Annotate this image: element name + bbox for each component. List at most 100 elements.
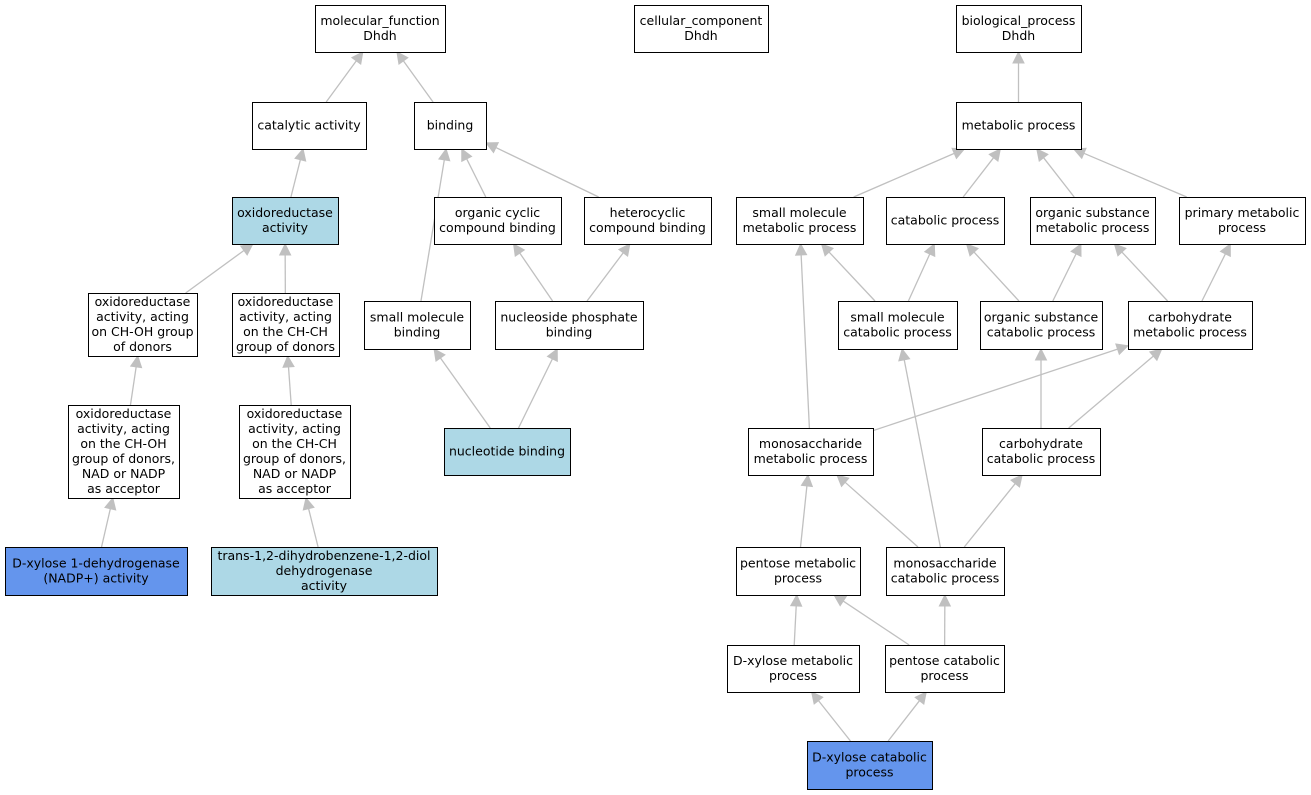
- edge-bind-to-mf: [396, 51, 434, 103]
- edge-line: [519, 252, 554, 302]
- term-node-label: molecular_function: [320, 13, 439, 28]
- arrowhead-icon: [1148, 348, 1163, 362]
- term-node-trans[interactable]: trans-1,2-dihydrobenzene-1,2-dioldehydro…: [211, 547, 438, 596]
- term-node-label: D-xylose catabolic: [812, 749, 927, 764]
- term-node-label: group of donors: [236, 339, 335, 354]
- term-node-cat[interactable]: catalytic activity: [252, 102, 367, 150]
- edge-dxc-to-pentc: [887, 691, 927, 742]
- term-node-catp[interactable]: catabolic process: [886, 197, 1005, 245]
- edge-chm-to-osm: [1113, 243, 1169, 302]
- edge-pentm-to-msm: [799, 473, 814, 548]
- arrowhead-icon: [833, 594, 848, 607]
- edge-pentc-to-msc: [938, 593, 952, 646]
- term-node-box: [364, 301, 471, 350]
- arrowhead-icon: [1113, 243, 1127, 257]
- term-node-label: on CH-OH group: [91, 324, 193, 339]
- arrowhead-icon: [1012, 50, 1025, 64]
- term-node-label: catabolic process: [891, 570, 1000, 585]
- edge-npb-to-hcb: [586, 243, 631, 302]
- term-node-label: binding: [427, 117, 474, 132]
- edge-line: [1043, 157, 1075, 198]
- edge-chm-to-pm: [1201, 242, 1231, 302]
- term-node-box: [956, 102, 1082, 150]
- term-node-label: Dhdh: [1002, 28, 1035, 43]
- term-node-label: small molecule: [370, 309, 465, 324]
- term-node-label: carbohydrate: [1148, 309, 1232, 324]
- term-node-label: organic cyclic: [455, 205, 540, 220]
- term-node-nb[interactable]: nucleotide binding: [444, 428, 571, 476]
- edge-smb-to-bind: [420, 147, 451, 302]
- edge-msc-to-smc: [898, 347, 942, 548]
- term-node-label: oxidoreductase: [238, 294, 334, 309]
- edge-line: [420, 159, 445, 302]
- edge-line: [793, 605, 797, 646]
- edge-chc-to-osc: [1034, 347, 1048, 428]
- arrowhead-icon: [836, 474, 850, 488]
- edge-line: [973, 251, 1020, 302]
- term-node-label: D-xylose 1-dehydrogenase: [12, 555, 180, 570]
- term-node-label: compound binding: [589, 220, 706, 235]
- arrowhead-icon: [461, 147, 473, 163]
- edge-line: [887, 700, 920, 742]
- term-node-box: [727, 645, 860, 693]
- term-node-bind[interactable]: binding: [414, 102, 487, 150]
- term-node-label: catabolic process: [987, 324, 1096, 339]
- term-node-dx1[interactable]: D-xylose 1-dehydrogenase(NADP+) activity: [5, 547, 188, 596]
- term-node-label: activity, acting: [96, 309, 189, 324]
- edge-dxc-to-dxm: [810, 691, 851, 742]
- term-node-label: pentose catabolic: [889, 653, 1000, 668]
- edge-msm-to-chm: [872, 343, 1130, 432]
- term-node-box: [239, 405, 351, 499]
- edge-ohnad-to-ohg: [129, 354, 143, 406]
- edge-line: [1068, 355, 1154, 429]
- term-node-box: [838, 301, 958, 350]
- edge-line: [100, 508, 111, 548]
- edge-osm-to-metab: [1036, 148, 1075, 198]
- edge-line: [1201, 253, 1226, 302]
- term-node-box: [584, 197, 712, 245]
- arrowhead-icon: [1070, 242, 1082, 258]
- arrowhead-icon: [810, 691, 824, 705]
- term-node-box: [886, 197, 1005, 245]
- term-node-metab[interactable]: metabolic process: [956, 102, 1082, 150]
- term-node-box: [68, 405, 180, 499]
- arrowhead-icon: [129, 354, 143, 369]
- term-node-label: nucleoside phosphate: [500, 309, 638, 324]
- arrowhead-icon: [1010, 474, 1023, 488]
- arrowhead-icon: [350, 51, 364, 66]
- edge-line: [872, 348, 1118, 432]
- arrowhead-icon: [938, 593, 952, 607]
- edge-metab-to-bp: [1012, 50, 1025, 102]
- edge-line: [290, 159, 301, 198]
- term-node-box: [980, 301, 1103, 350]
- arrowhead-icon: [789, 593, 803, 607]
- arrowhead-icon: [898, 347, 911, 362]
- edge-msc-to-msm: [836, 474, 919, 548]
- term-node-box: [1030, 197, 1156, 245]
